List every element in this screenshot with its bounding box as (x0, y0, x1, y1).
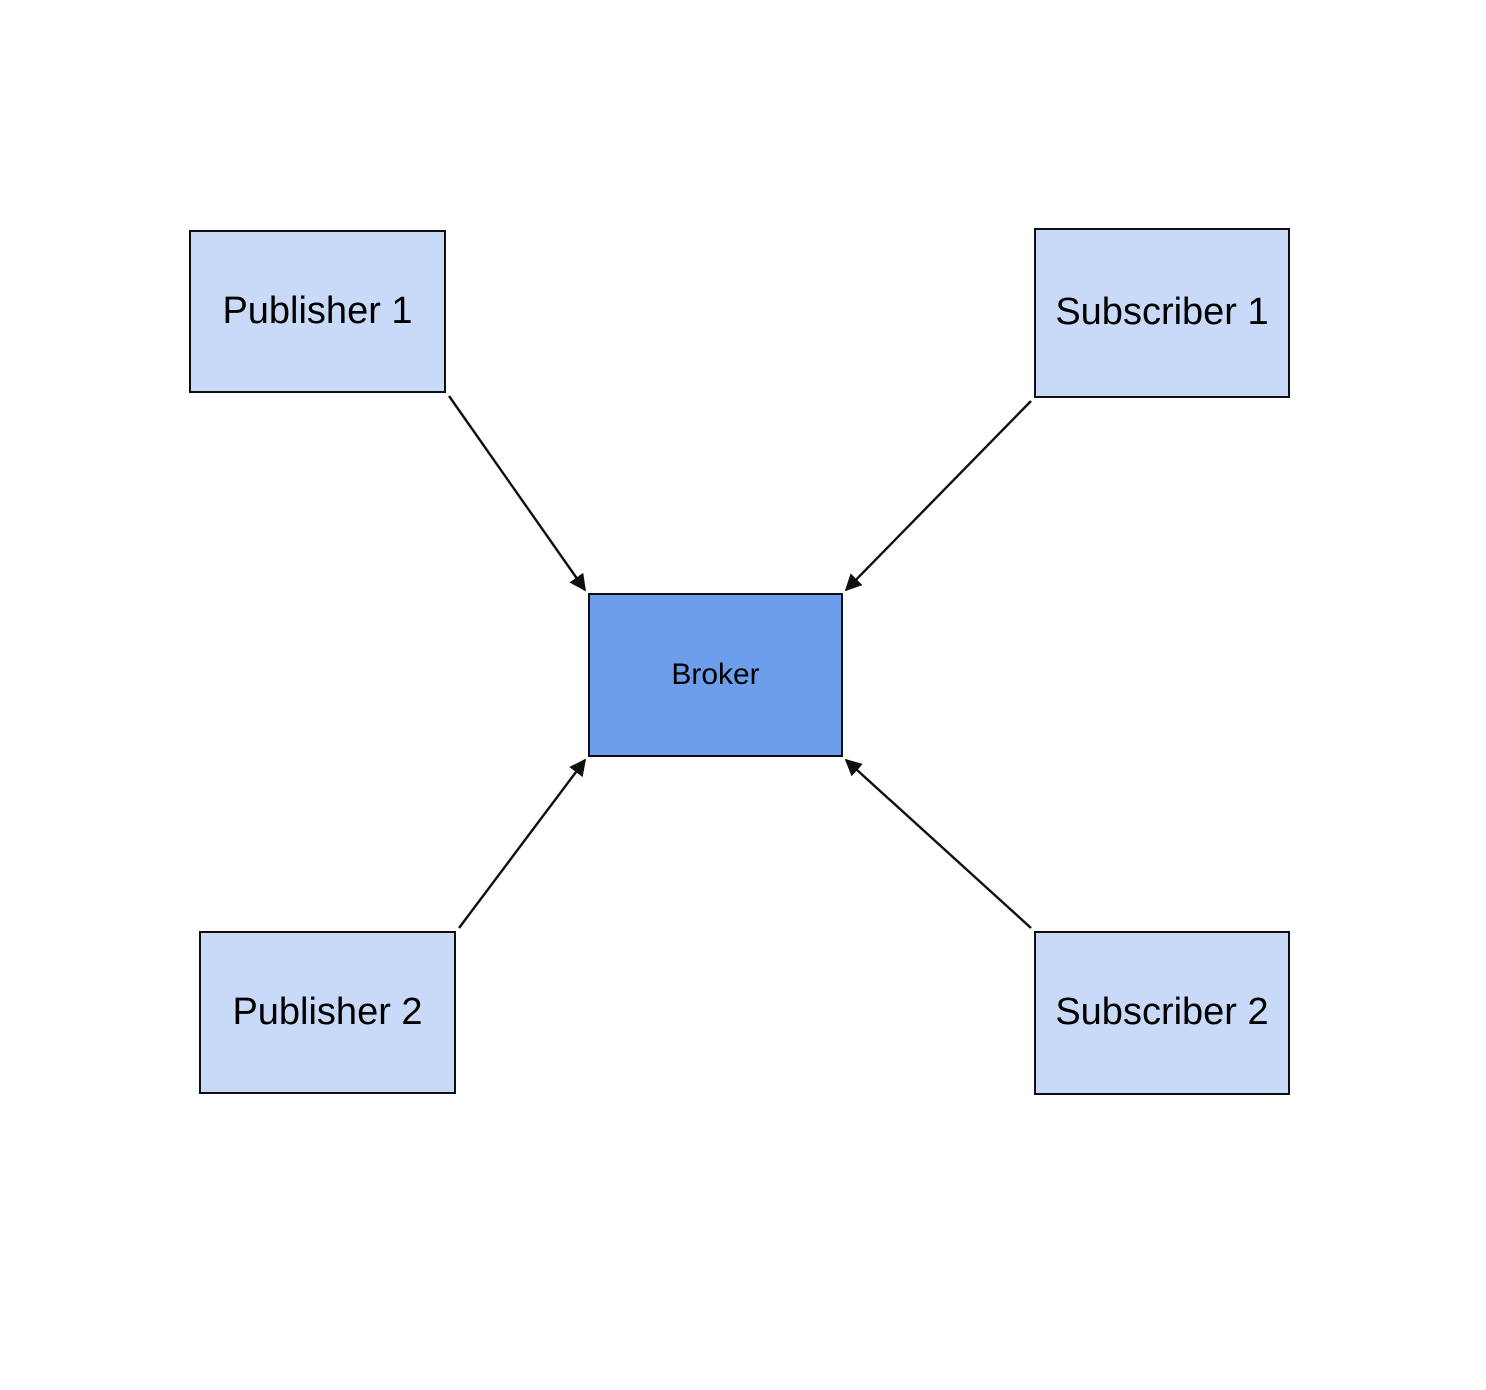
node-publisher-1-label: Publisher 1 (222, 289, 413, 332)
node-publisher-2-label: Publisher 2 (232, 990, 423, 1033)
node-publisher-1[interactable]: Publisher 1 (189, 230, 446, 393)
node-subscriber-2-label: Subscriber 2 (1055, 991, 1269, 1034)
node-subscriber-2[interactable]: Subscriber 2 (1034, 931, 1290, 1095)
edge-sub1-broker (844, 400, 1032, 592)
node-broker[interactable]: Broker (588, 593, 843, 757)
edge-sub2-broker (844, 758, 1032, 929)
node-subscriber-1[interactable]: Subscriber 1 (1034, 228, 1290, 398)
edge-pub2-broker (458, 758, 587, 929)
node-subscriber-1-label: Subscriber 1 (1055, 291, 1269, 334)
node-publisher-2[interactable]: Publisher 2 (199, 931, 456, 1094)
edge-pub1-broker (448, 395, 586, 592)
node-broker-label: Broker (671, 657, 760, 691)
